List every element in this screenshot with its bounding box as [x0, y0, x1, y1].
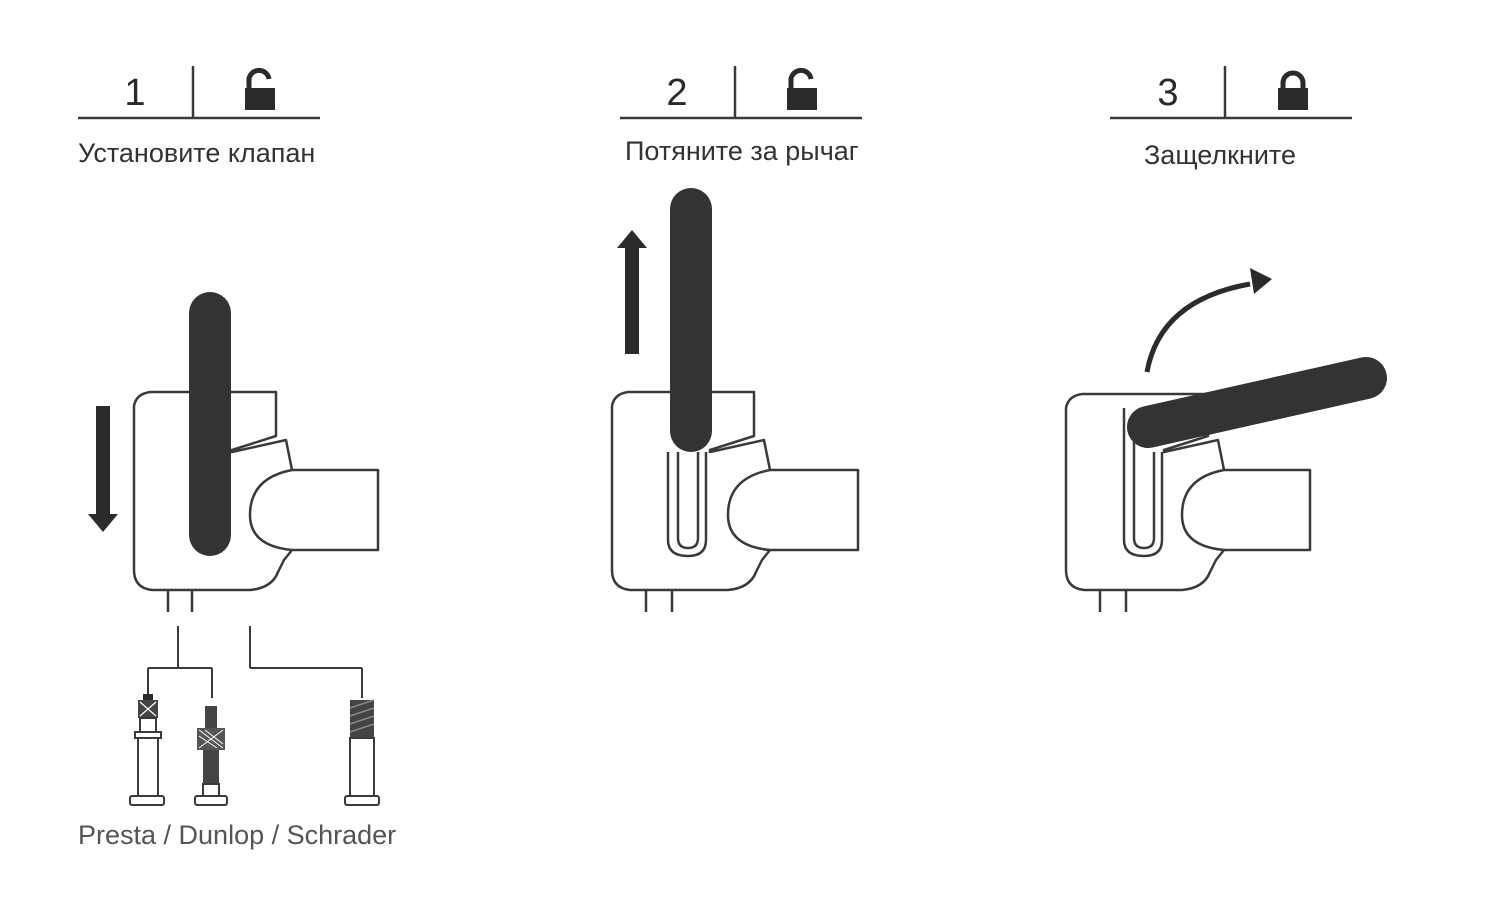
arrow-down-icon [88, 406, 118, 532]
step-2-header [620, 66, 862, 120]
step-3-number: 3 [1157, 72, 1179, 114]
lever-step-3 [1127, 357, 1387, 448]
step-2-number: 2 [666, 72, 688, 114]
valve-types-caption: Presta / Dunlop / Schrader [78, 820, 397, 850]
arrow-curved-icon [1144, 268, 1272, 373]
pump-head-step-2 [610, 390, 860, 612]
step-1-title: Установите клапан [78, 138, 316, 168]
pump-head-step-3 [1064, 392, 1312, 612]
valve-connectors [147, 626, 363, 698]
arrow-up-icon [617, 230, 647, 354]
presta-valve-icon [129, 694, 165, 806]
step-3-header [1110, 66, 1352, 120]
lever-step-1 [189, 292, 231, 556]
dunlop-valve-icon [194, 706, 228, 806]
step-3-title: Защелкните [1144, 140, 1296, 170]
locked-padlock-icon [1278, 70, 1308, 110]
step-1-number: 1 [124, 72, 146, 114]
unlocked-padlock-icon [787, 67, 817, 110]
step-2-title: Потяните за рычаг [625, 136, 859, 166]
step-1-header [78, 66, 320, 120]
unlocked-padlock-icon [245, 67, 275, 110]
pump-head-step-1 [132, 390, 380, 612]
schrader-valve-icon [344, 699, 380, 806]
lever-step-2 [670, 188, 712, 452]
